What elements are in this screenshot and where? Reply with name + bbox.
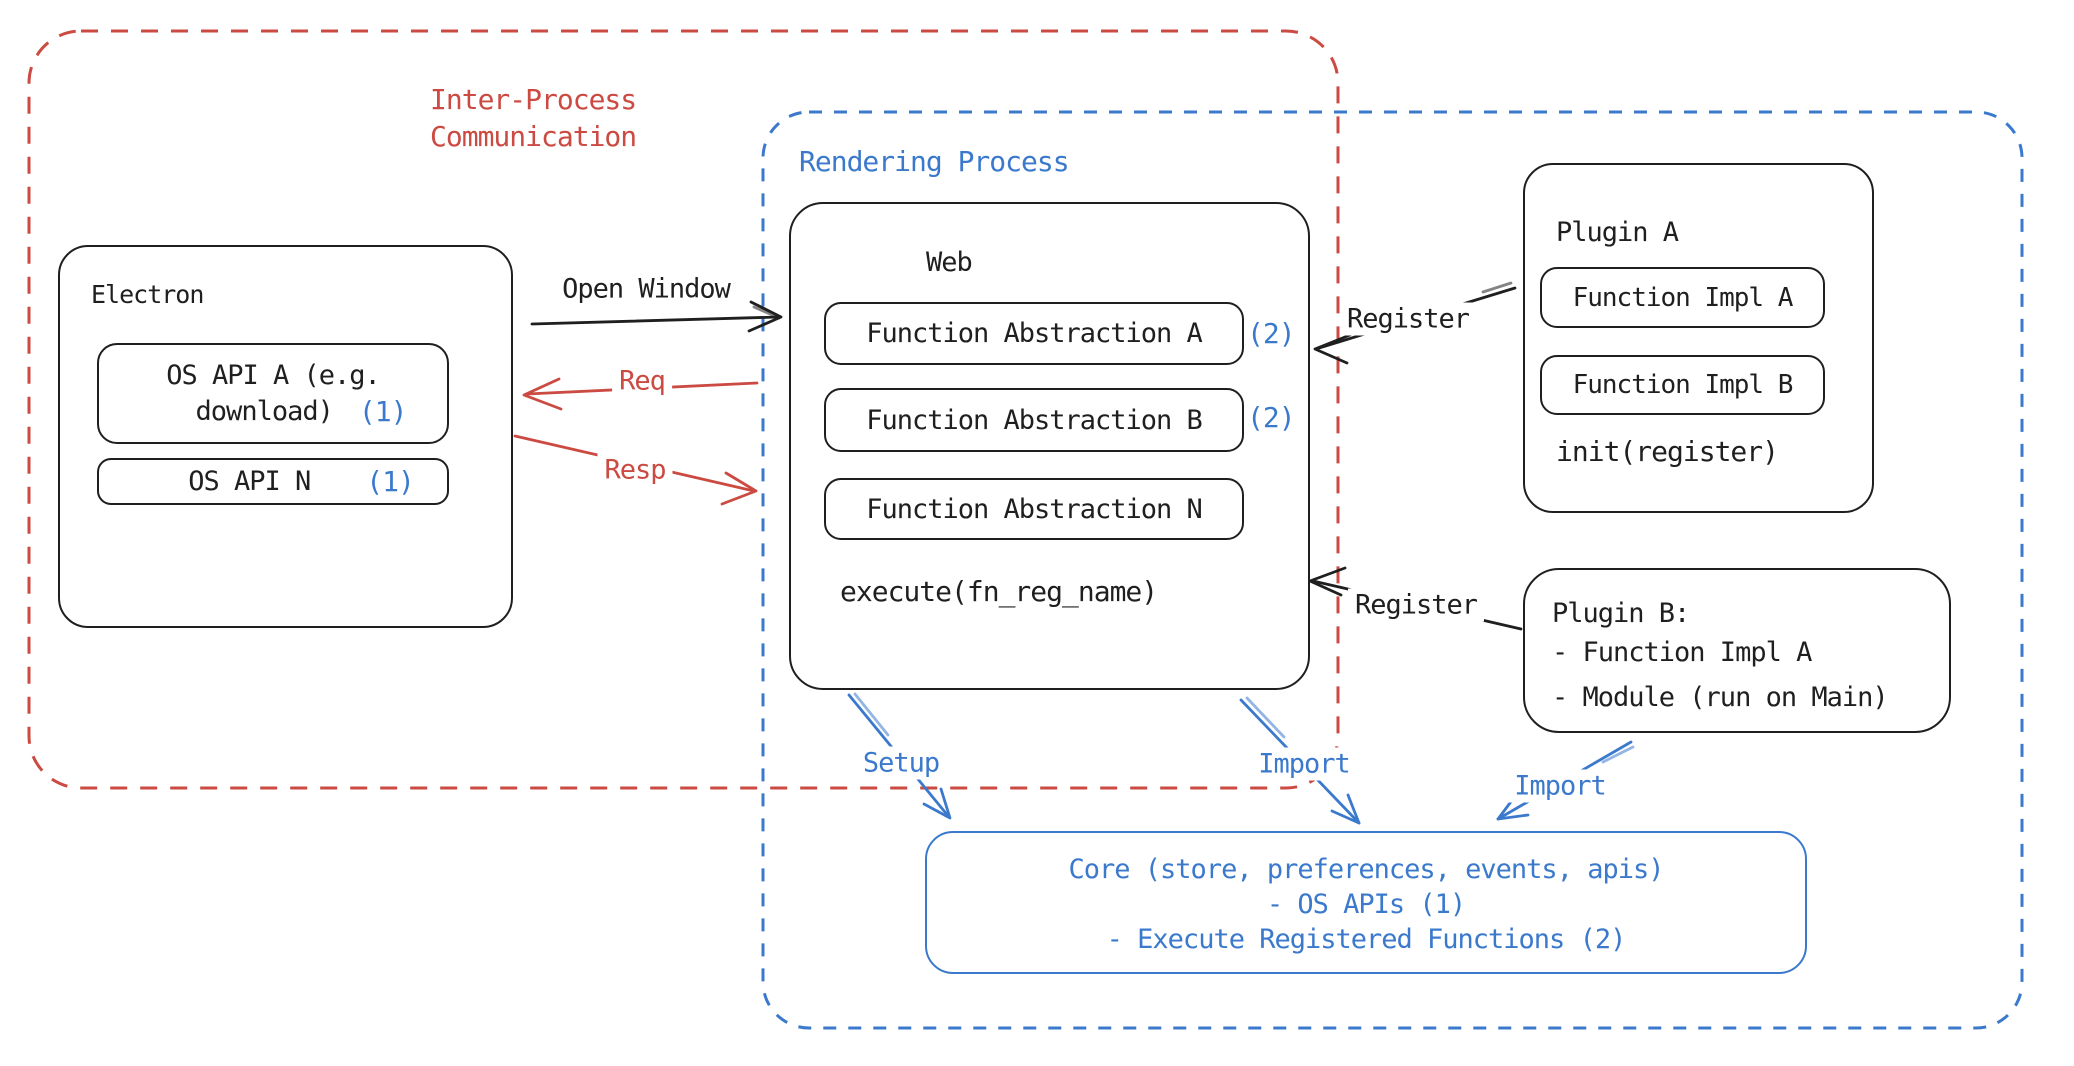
fn-abstraction-a-chip: Function Abstraction A — [824, 302, 1244, 365]
os-api-a-chip: OS API A (e.g. download) (1) — [97, 343, 449, 444]
open-window-arrowhead-echo — [752, 305, 781, 320]
plugin-b-item1: - Function Impl A — [1552, 637, 1812, 668]
fn-abstraction-n-chip: Function Abstraction N — [824, 478, 1244, 540]
electron-title: Electron — [91, 280, 204, 309]
init-register-label: init(register) — [1556, 435, 1779, 468]
plugin-a-title: Plugin A — [1556, 217, 1679, 248]
core-node: Core (store, preferences, events, apis) … — [925, 831, 1807, 974]
import-web-arrowhead — [1330, 793, 1361, 825]
rendering-group-label: Rendering Process — [799, 145, 1070, 178]
fn-abstraction-n-label: Function Abstraction N — [866, 493, 1203, 525]
setup-tail-echo — [853, 692, 890, 737]
req-arrowhead — [522, 377, 563, 411]
open-window-arrow — [530, 315, 781, 326]
ipc-boundary-box — [27, 29, 1340, 790]
function-impl-b-chip: Function Impl B — [1540, 355, 1825, 415]
function-impl-b-label: Function Impl B — [1572, 370, 1794, 400]
setup-label: Setup — [855, 746, 947, 780]
fn-abstraction-b-badge: (2) — [1247, 401, 1296, 434]
import-pluginb-label: Import — [1507, 769, 1613, 803]
import-pluginb-tail-echo — [1601, 745, 1635, 764]
plugin-b-title: Plugin B: — [1552, 598, 1690, 629]
import-web-tail-echo — [1245, 696, 1286, 739]
import-web-label: Import — [1251, 747, 1357, 781]
resp-label: Resp — [597, 453, 673, 487]
req-label: Req — [612, 364, 672, 398]
setup-arrowhead — [922, 787, 952, 820]
register-top-arrowhead — [1313, 333, 1352, 365]
fn-abstraction-b-label: Function Abstraction B — [866, 404, 1203, 436]
web-title: Web — [926, 247, 973, 278]
register-bottom-arrowhead — [1308, 566, 1347, 597]
plugin-b-node — [1523, 568, 1951, 733]
fn-abstraction-a-label: Function Abstraction A — [866, 318, 1203, 349]
os-api-n-label: OS API N — [188, 466, 311, 497]
resp-arrowhead — [720, 471, 758, 506]
core-line3: - Execute Registered Functions (2) — [1106, 924, 1627, 955]
execute-call-label: execute(fn_reg_name) — [840, 575, 1158, 608]
os-api-n-chip: OS API N (1) — [97, 458, 449, 505]
plugin-a-node — [1523, 163, 1874, 513]
os-api-n-badge: (1) — [366, 465, 415, 498]
ipc-group-label: Inter-Process Communication — [430, 83, 637, 153]
fn-abstraction-a-badge: (2) — [1247, 317, 1296, 350]
plugin-b-item2: - Module (run on Main) — [1552, 682, 1889, 713]
function-impl-a-chip: Function Impl A — [1540, 267, 1825, 328]
function-impl-a-label: Function Impl A — [1572, 282, 1794, 313]
os-api-a-line2: download) — [195, 395, 334, 427]
import-pluginb-arrowhead — [1496, 793, 1530, 821]
core-line2: - OS APIs (1) — [1266, 889, 1466, 920]
open-window-label: Open Window — [555, 272, 737, 306]
open-window-arrowhead — [747, 300, 783, 333]
register-top-tail-echo — [1481, 281, 1513, 294]
rendering-boundary-box — [761, 110, 2024, 1030]
os-api-a-line1: OS API A (e.g. — [166, 359, 381, 391]
register-top-label: Register — [1339, 302, 1477, 336]
core-line1: Core (store, preferences, events, apis) — [1068, 854, 1665, 885]
register-bottom-label: Register — [1347, 588, 1485, 622]
fn-abstraction-b-chip: Function Abstraction B — [824, 388, 1244, 452]
os-api-a-badge: (1) — [358, 394, 408, 428]
